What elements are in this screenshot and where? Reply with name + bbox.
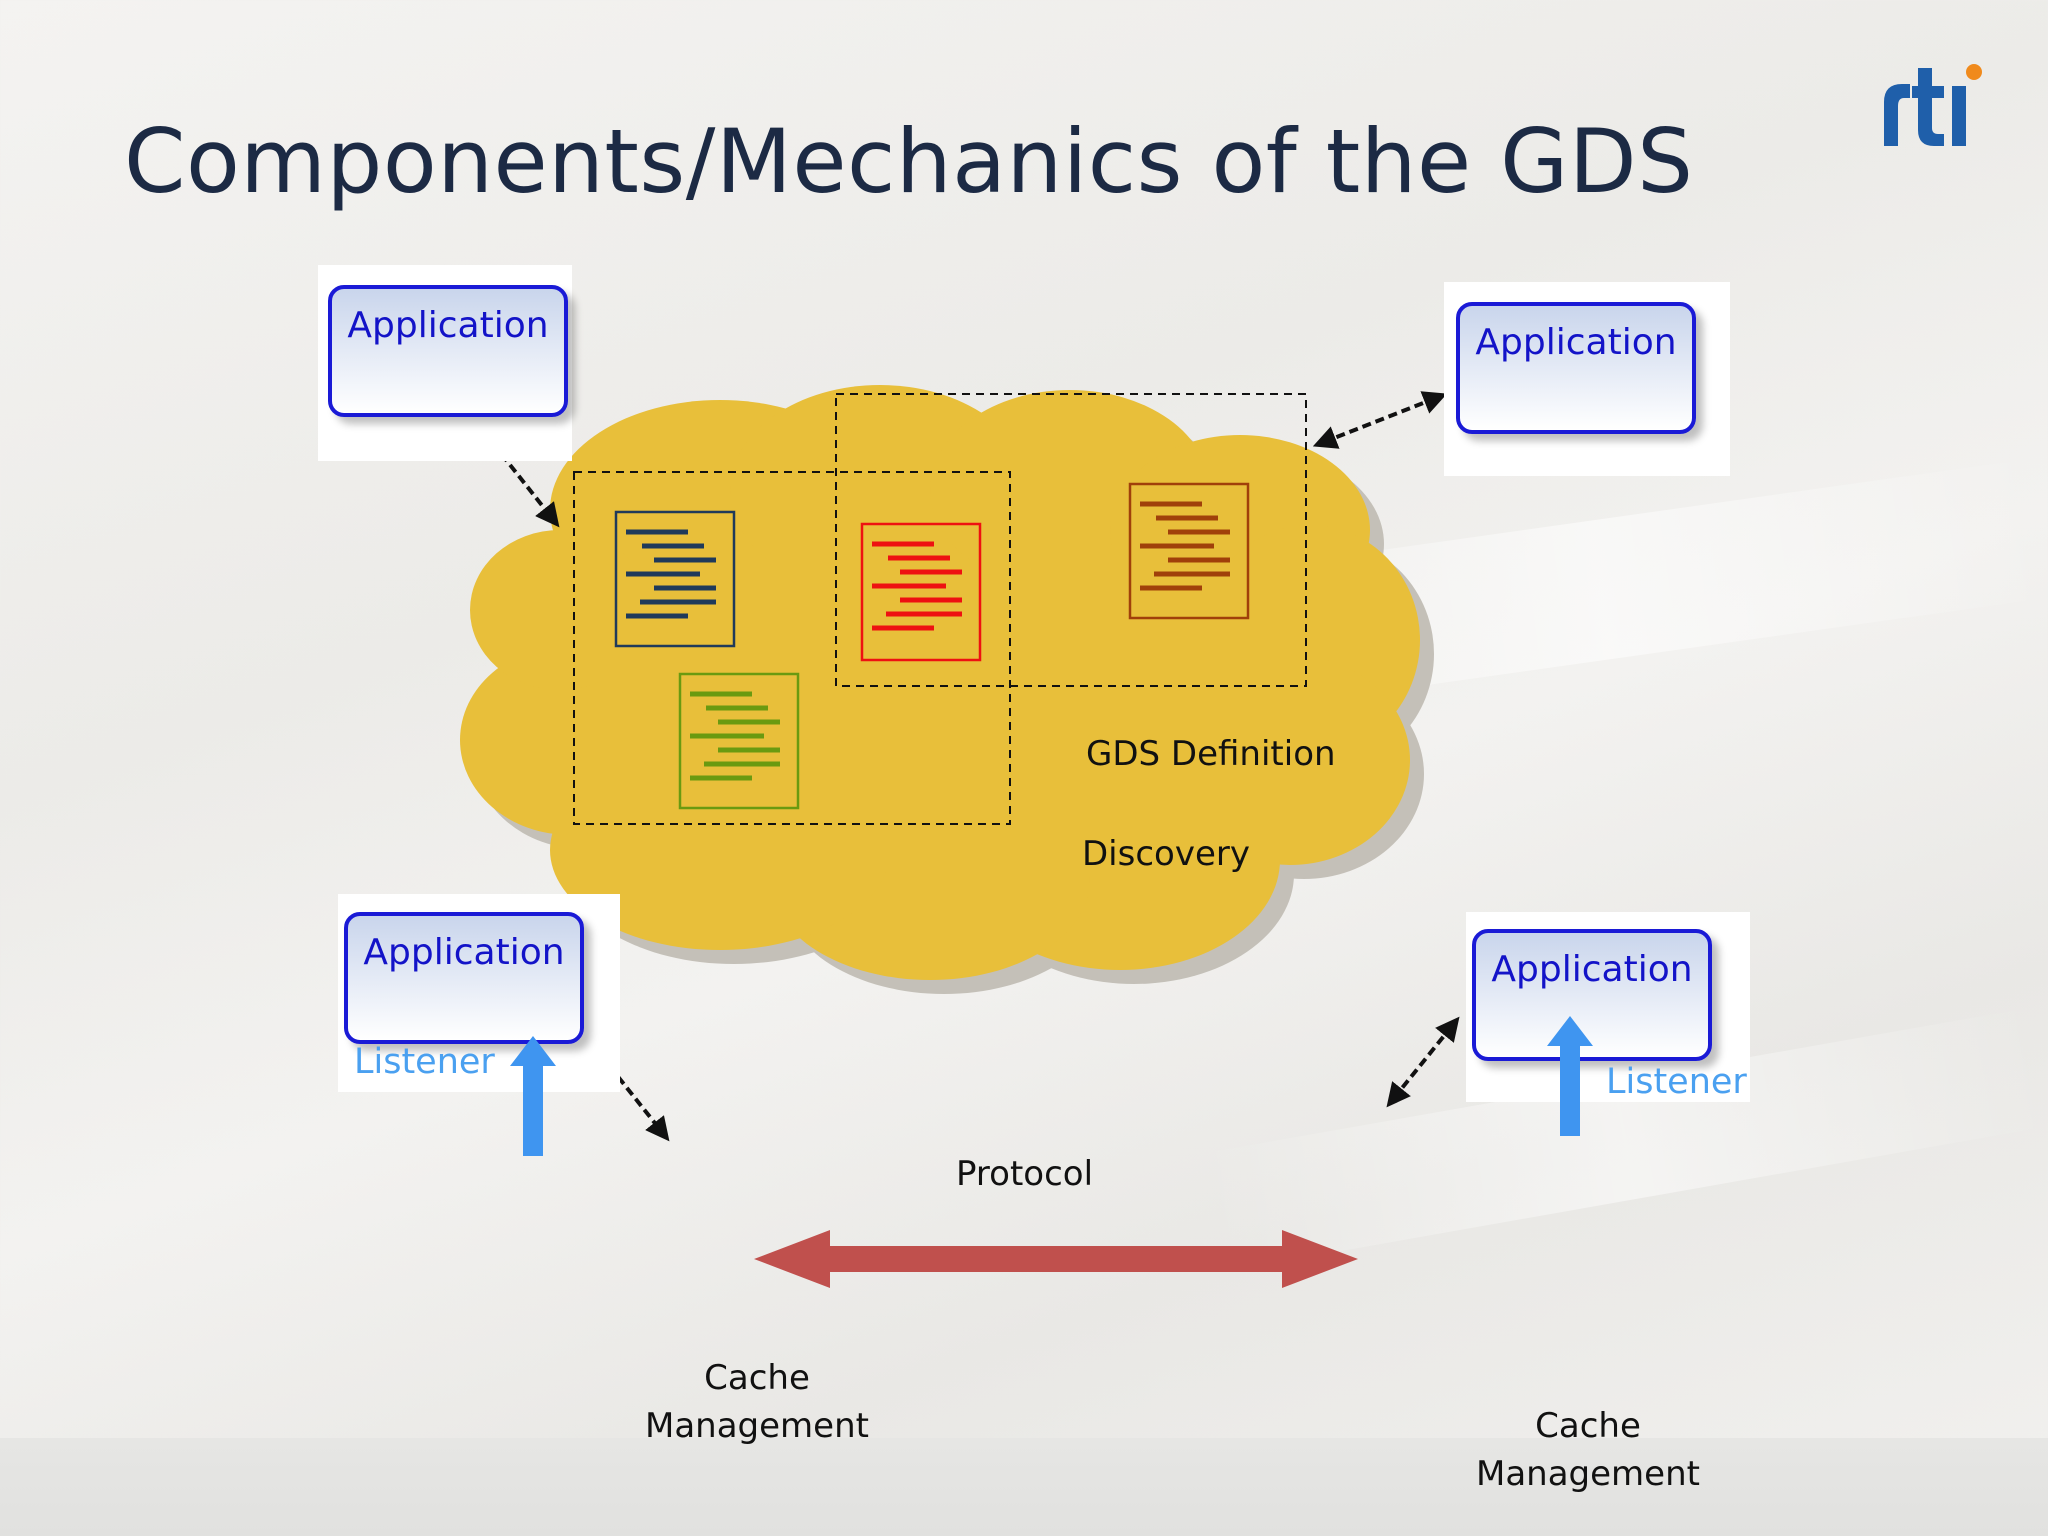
cache-management-label: Cache Management [1468, 1402, 1708, 1498]
cache-line2: Management [1476, 1454, 1700, 1494]
cache-management-label: Cache Management [637, 1354, 877, 1450]
application-label: Application [1475, 322, 1677, 363]
double-arrow-icon [754, 1230, 1358, 1288]
cache-line1: Cache [1535, 1406, 1641, 1446]
listener-label: Listener [1606, 1062, 1747, 1102]
application-label: Application [347, 305, 549, 346]
document-icon [860, 522, 982, 662]
document-icon [1128, 482, 1250, 620]
application-box: Application [1472, 929, 1712, 1061]
document-icon [678, 672, 800, 810]
application-box: Application [1456, 302, 1696, 434]
footer-band [0, 1438, 2048, 1536]
protocol-label: Protocol [956, 1154, 1094, 1194]
cache-line2: Management [645, 1406, 869, 1446]
application-box: Application [328, 285, 568, 417]
connector-arrow [1386, 1016, 1460, 1108]
application-label: Application [1491, 949, 1693, 990]
dashed-group-left [573, 471, 1011, 825]
discovery-label: Discovery [1082, 834, 1250, 874]
application-label: Application [363, 932, 565, 973]
rti-logo [1884, 64, 1982, 146]
arrow-up-icon [1547, 1016, 1593, 1136]
cache-line1: Cache [704, 1358, 810, 1398]
dashed-group-right [835, 393, 1307, 687]
slide-title: Components/Mechanics of the GDS [124, 110, 1694, 213]
gds-cloud [460, 385, 1420, 980]
connector-arrow [1312, 391, 1448, 449]
listener-label: Listener [354, 1042, 495, 1082]
arrow-up-icon [510, 1036, 556, 1156]
application-box: Application [344, 912, 584, 1044]
document-icon [614, 510, 736, 648]
gds-definition-label: GDS Definition [1086, 734, 1336, 774]
